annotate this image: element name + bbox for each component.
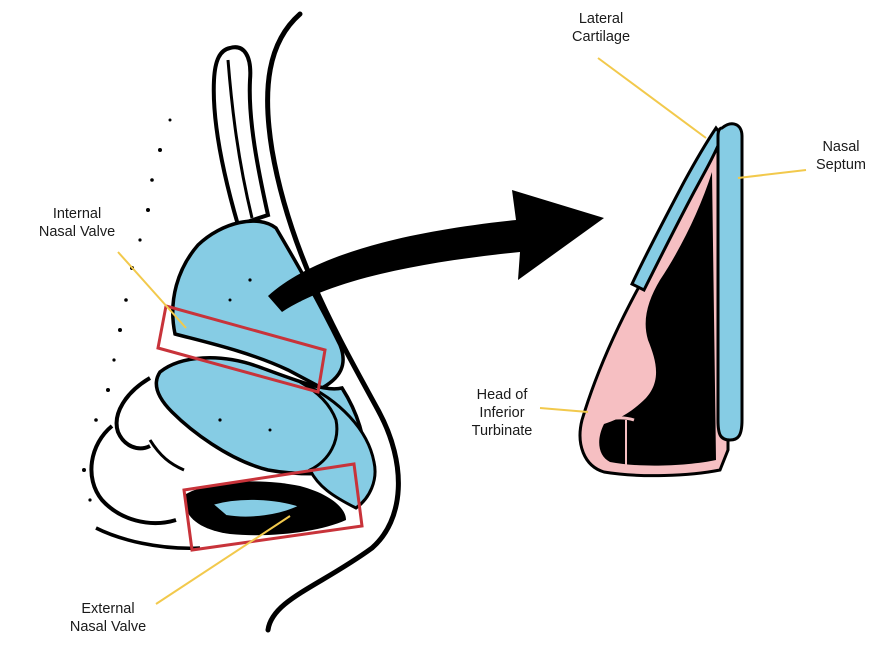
lip-line (96, 528, 200, 548)
airway (599, 172, 716, 466)
nasolabial-fold (150, 440, 184, 470)
nose-profile (82, 14, 398, 630)
valve-cross-section (580, 124, 742, 476)
label-internal-nasal-valve: Internal Nasal Valve (22, 205, 132, 241)
leader-inferior-turbinate (540, 408, 588, 412)
label-external-nasal-valve: External Nasal Valve (48, 600, 168, 636)
label-lateral-cartilage: Lateral Cartilage (556, 10, 646, 46)
alar-base (91, 426, 176, 523)
label-nasal-septum: Nasal Septum (806, 138, 876, 174)
alar-crease (117, 378, 150, 448)
leader-lateral-cartilage (598, 58, 706, 138)
leader-nasal-septum (738, 170, 806, 178)
label-head-of-inferior-turbinate: Head of Inferior Turbinate (462, 386, 542, 440)
septum-strip (718, 124, 742, 440)
nasal-bone (214, 47, 268, 225)
